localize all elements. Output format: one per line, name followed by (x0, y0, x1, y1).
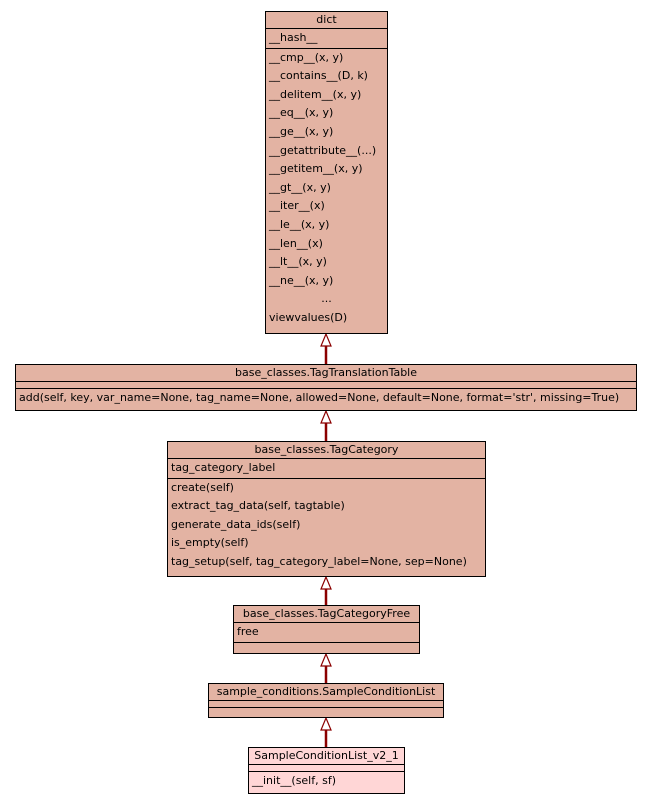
attribute: __hash__ (269, 31, 318, 44)
class-tag-category-free[interactable]: base_classes.TagCategoryFree free (233, 605, 420, 654)
class-title: base_classes.TagTranslationTable (234, 366, 418, 379)
method: create(self) (171, 480, 234, 494)
class-dict[interactable]: dict __hash__ __cmp__(x, y) __contains__… (265, 11, 388, 334)
method: __ge__(x, y) (269, 124, 334, 138)
method: tag_setup(self, tag_category_label=None,… (171, 554, 467, 568)
class-title: SampleConditionList_v2_1 (254, 749, 399, 762)
method-ellipsis: ... (321, 292, 332, 306)
methods-section: __cmp__(x, y) __contains__(D, k) __delit… (266, 47, 387, 328)
method: __contains__(D, k) (269, 69, 368, 83)
class-sample-condition-list-v2-1[interactable]: SampleConditionList_v2_1 __init__(self, … (248, 747, 405, 794)
edge-tagcategory-to-tagtranslationtable (320, 409, 332, 441)
edge-tagtranslationtable-to-dict (320, 332, 332, 364)
method: is_empty(self) (171, 536, 249, 550)
attribute: tag_category_label (171, 461, 276, 474)
method: __iter__(x) (269, 199, 325, 213)
methods-section (209, 707, 443, 714)
class-title: dict (316, 13, 337, 26)
methods-section: add(self, key, var_name=None, tag_name=N… (16, 388, 636, 408)
attributes-section (249, 764, 404, 771)
method: __eq__(x, y) (269, 106, 334, 120)
method: __cmp__(x, y) (269, 50, 344, 64)
edge-tagcategoryfree-to-tagcategory (320, 575, 332, 605)
attributes-section: tag_category_label (168, 458, 485, 478)
method: generate_data_ids(self) (171, 517, 301, 531)
methods-section: __init__(self, sf) (249, 771, 404, 791)
methods-section (234, 641, 419, 649)
edge-sampleconditionlist-to-tagcategoryfree (320, 652, 332, 683)
method: __gt__(x, y) (269, 180, 331, 194)
attributes-section: __hash__ (266, 28, 387, 48)
method: __delitem__(x, y) (269, 87, 362, 101)
methods-section: create(self) extract_tag_data(self, tagt… (168, 477, 485, 572)
method: extract_tag_data(self, tagtable) (171, 499, 345, 513)
class-tag-translation-table[interactable]: base_classes.TagTranslationTable add(sel… (15, 364, 637, 411)
method: __len__(x) (269, 236, 323, 250)
attributes-section (209, 700, 443, 707)
method: __getitem__(x, y) (269, 162, 363, 176)
class-title: base_classes.TagCategory (254, 443, 399, 456)
class-title: base_classes.TagCategoryFree (242, 607, 411, 620)
attributes-section: free (234, 622, 419, 642)
method: add(self, key, var_name=None, tag_name=N… (19, 391, 620, 404)
method: __init__(self, sf) (252, 774, 337, 787)
class-sample-condition-list[interactable]: sample_conditions.SampleConditionList (208, 683, 444, 718)
attributes-section (16, 381, 636, 388)
method: __le__(x, y) (269, 217, 330, 231)
attribute: free (237, 625, 259, 638)
class-tag-category[interactable]: base_classes.TagCategory tag_category_la… (167, 441, 486, 577)
method: viewvalues(D) (269, 310, 348, 324)
method: __getattribute__(...) (269, 143, 377, 157)
class-title: sample_conditions.SampleConditionList (216, 685, 436, 698)
method: __lt__(x, y) (269, 255, 327, 269)
edge-sampleconditionlistv21-to-sampleconditionlist (320, 716, 332, 747)
method: __ne__(x, y) (269, 273, 334, 287)
